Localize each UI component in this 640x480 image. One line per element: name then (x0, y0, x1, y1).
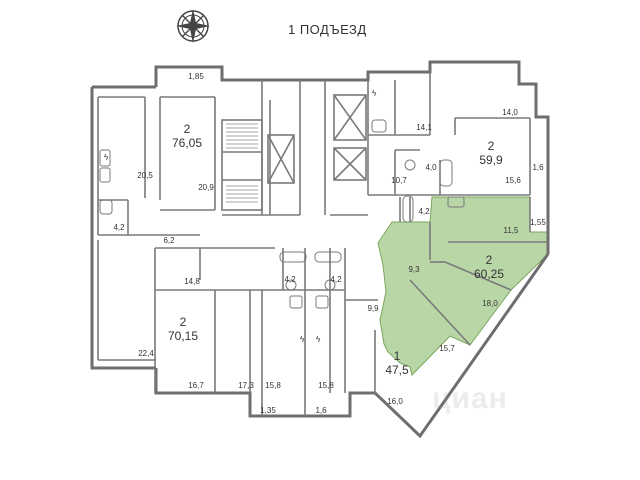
room-area: 4,2 (330, 275, 342, 284)
room-area: 6,2 (163, 236, 175, 245)
room-area: 14,1 (416, 123, 432, 132)
compass-icon (176, 9, 210, 43)
room-area-labels: 1,85 20,5 20,9 4,2 6,2 22,4 14,8 16,7 17… (113, 72, 546, 415)
svg-text:ϟ: ϟ (300, 335, 305, 344)
room-area: 1,35 (260, 406, 276, 415)
apartment-area: 47,5 (385, 363, 409, 377)
page-title: 1 ПОДЪЕЗД (288, 22, 367, 37)
room-area: 10,7 (391, 176, 407, 185)
room-area: 9,9 (367, 304, 379, 313)
apartment-area: 60,25 (474, 267, 504, 281)
bathroom-fixtures (99, 119, 465, 309)
inner-walls (97, 72, 548, 416)
apartment-rooms: 2 (184, 122, 191, 136)
room-area: 22,4 (138, 349, 154, 358)
apartment-area: 59,9 (479, 153, 503, 167)
room-area: 1,6 (532, 163, 544, 172)
apartment-rooms: 2 (486, 253, 493, 267)
room-area: 4,0 (425, 163, 437, 172)
svg-text:ϟ: ϟ (372, 89, 377, 98)
outer-walls (90, 60, 550, 439)
room-area: 15,7 (439, 344, 455, 353)
apartment-area: 70,15 (168, 329, 198, 343)
electric-icon: ϟ ϟ ϟ ϟ (104, 89, 377, 344)
apartment-area: 76,05 (172, 136, 202, 150)
apartment-rooms: 2 (488, 139, 495, 153)
svg-text:ϟ: ϟ (104, 153, 109, 162)
room-area: 18,0 (482, 299, 498, 308)
room-area: 20,5 (137, 171, 153, 180)
room-area: 15,8 (265, 381, 281, 390)
room-area: 14,0 (502, 108, 518, 117)
room-area: 1,85 (188, 72, 204, 81)
apartment-rooms: 1 (394, 349, 401, 363)
room-area: 9,3 (408, 265, 420, 274)
room-area: 16,0 (387, 397, 403, 406)
room-area: 4,2 (418, 207, 430, 216)
room-area: 14,8 (184, 277, 200, 286)
watermark: циан (432, 382, 508, 415)
room-area: 15,8 (318, 381, 334, 390)
room-area: 4,2 (113, 223, 125, 232)
apartment-rooms: 2 (180, 315, 187, 329)
room-area: 4,2 (284, 275, 296, 284)
room-area: 15,6 (505, 176, 521, 185)
stairs (226, 123, 258, 203)
room-area: 1,55 (530, 218, 546, 227)
room-area: 20,9 (198, 183, 214, 192)
room-area: 1,6 (315, 406, 327, 415)
apartment-labels: 2 76,05 2 59,9 2 60,25 2 70,15 1 47,5 (168, 122, 504, 377)
highlighted-apartment[interactable] (377, 196, 549, 376)
room-area: 11,5 (504, 226, 520, 235)
room-area: 16,7 (188, 381, 204, 390)
plan-header: 1 ПОДЪЕЗД (173, 6, 373, 46)
svg-text:ϟ: ϟ (316, 335, 321, 344)
room-area: 17,3 (238, 381, 254, 390)
